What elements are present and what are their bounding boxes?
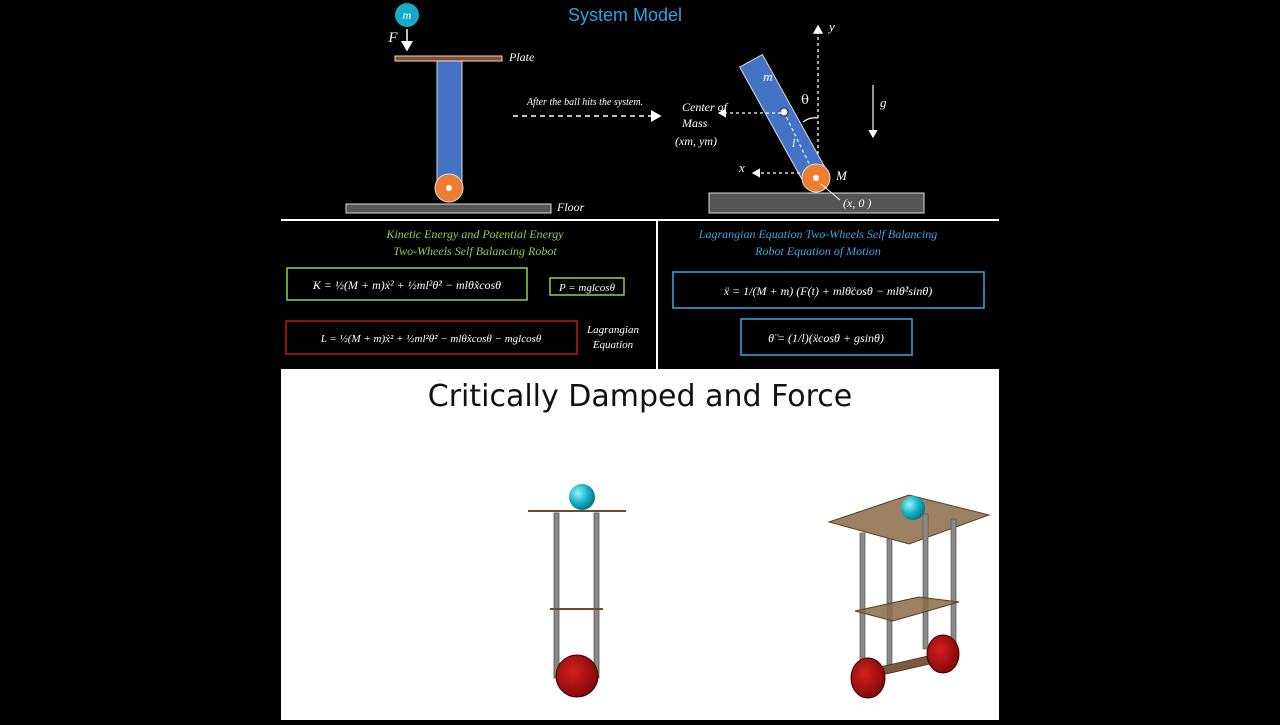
tilted-system: y m l θ Center of Mass (xm, ym) M x g (x…	[675, 19, 925, 214]
persp-leg-4	[950, 518, 957, 650]
persp-leg-1	[859, 532, 866, 664]
persp-top-plate	[827, 494, 991, 545]
ball-mass-label: m	[403, 8, 412, 22]
lagrangian-label-1: Lagrangian	[586, 324, 639, 336]
force-label: F	[387, 30, 398, 46]
center-of-mass-label-2: Mass	[681, 116, 708, 130]
angle-label: θ	[801, 93, 809, 108]
length-label: l	[792, 136, 796, 150]
plate	[394, 55, 503, 62]
kinetic-energy-box	[286, 267, 528, 301]
center-of-mass-label-1: Center of	[682, 100, 729, 114]
pendulum-rod	[436, 60, 463, 185]
angle-arc	[802, 117, 819, 123]
robot-front-view	[528, 484, 626, 698]
lagrangian-equation: L = ½(M + m)ẋ² + ½ml²θ̇² − mlθ̇ẋcosθ − m…	[320, 333, 542, 345]
contact-coords-label: (x, 0 )	[843, 196, 871, 210]
energy-heading-1: Kinetic Energy and Potential Energy	[385, 227, 564, 241]
floor-left	[345, 203, 552, 214]
front-leg-left	[553, 512, 560, 679]
upright-system: m F Plate Floor	[345, 3, 585, 214]
persp-ball-icon	[901, 496, 925, 520]
energy-heading-2: Two-Wheels Self Balancing Robot	[393, 244, 557, 258]
floor-right	[708, 192, 925, 214]
x-accel-box	[672, 271, 985, 309]
theta-accel-equation: θ̈ = (1/l)(ẍcosθ + gsinθ)	[768, 331, 884, 345]
transition-label: After the ball hits the system.	[526, 97, 643, 108]
y-axis-label: y	[827, 19, 835, 34]
potential-energy-equation: P = mglcosθ	[558, 282, 616, 294]
motion-heading-2: Robot Equation of Motion	[754, 244, 881, 258]
wheel-mass-label: M	[835, 168, 848, 183]
front-ball-icon	[569, 484, 595, 510]
simulation-render	[528, 484, 991, 699]
persp-leg-3	[922, 513, 929, 650]
kinetic-energy-equation: K = ½(M + m)ẋ² + ½ml²θ̇² − mlθ̇ẋcosθ	[312, 278, 501, 292]
lagrangian-box	[285, 320, 578, 355]
floor-label: Floor	[556, 200, 585, 214]
potential-energy-box	[549, 277, 625, 296]
x-axis-label: x	[738, 160, 745, 175]
robot-perspective-view	[827, 494, 991, 699]
persp-shelf	[854, 596, 960, 622]
contact-pointer	[820, 183, 841, 201]
com-coords-label: (xm, ym)	[675, 134, 717, 148]
simulation-panel: Critically Damped and Force	[281, 369, 999, 720]
system-model-title: System Model	[568, 5, 682, 25]
rod-mass-label: m	[763, 69, 772, 84]
front-wheel	[555, 654, 599, 698]
persp-wheel-back	[926, 634, 960, 674]
tilted-wheel-hub	[813, 175, 819, 181]
motion-heading-1: Lagrangian Equation Two-Wheels Self Bala…	[698, 227, 937, 241]
front-leg-right	[593, 512, 600, 679]
ball-icon	[395, 3, 419, 27]
x-accel-equation: ẍ = 1/(M + m) (F(t) + mlθ̈cosθ − mlθ̇²si…	[723, 284, 933, 298]
lagrangian-label-2: Equation	[592, 339, 634, 351]
plate-label: Plate	[508, 50, 535, 64]
gravity-label: g	[880, 95, 887, 110]
persp-wheel-front	[850, 657, 886, 699]
simulation-title: Critically Damped and Force	[427, 379, 853, 414]
theta-accel-box	[740, 318, 913, 356]
wheel-hub	[446, 185, 452, 191]
